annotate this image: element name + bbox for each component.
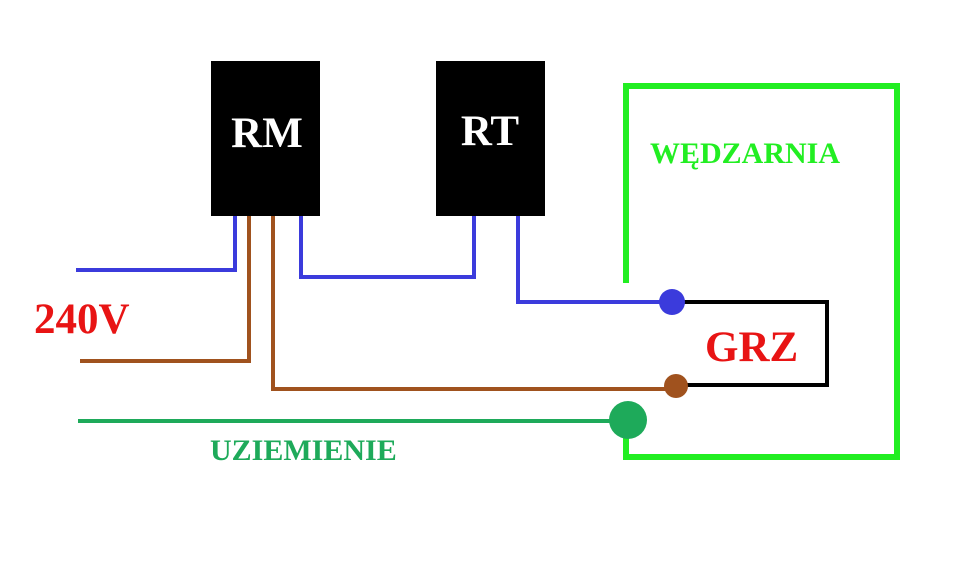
- brown-terminal-dot: [664, 374, 688, 398]
- ground-terminal-dot: [609, 401, 647, 439]
- enclosure-label: WĘDZARNIA: [650, 137, 840, 170]
- voltage-label: 240V: [34, 296, 130, 343]
- blue-wire-rm-rt: [299, 216, 476, 279]
- grz-label: GRZ: [705, 324, 798, 371]
- brown-wire-input: [80, 216, 251, 363]
- brown-wire-rm-grz: [271, 216, 676, 391]
- grz-heater-outline: [672, 300, 829, 387]
- blue-wire-rt-grz: [516, 216, 672, 304]
- blue-terminal-dot: [659, 289, 685, 315]
- rt-box: [436, 61, 545, 216]
- rt-box-label: RT: [461, 108, 520, 155]
- ground-label: UZIEMIENIE: [210, 434, 397, 467]
- rm-box-label: RM: [231, 110, 303, 157]
- enclosure-outline: [623, 83, 900, 460]
- rm-box: [211, 61, 320, 216]
- blue-wire-input: [76, 216, 237, 272]
